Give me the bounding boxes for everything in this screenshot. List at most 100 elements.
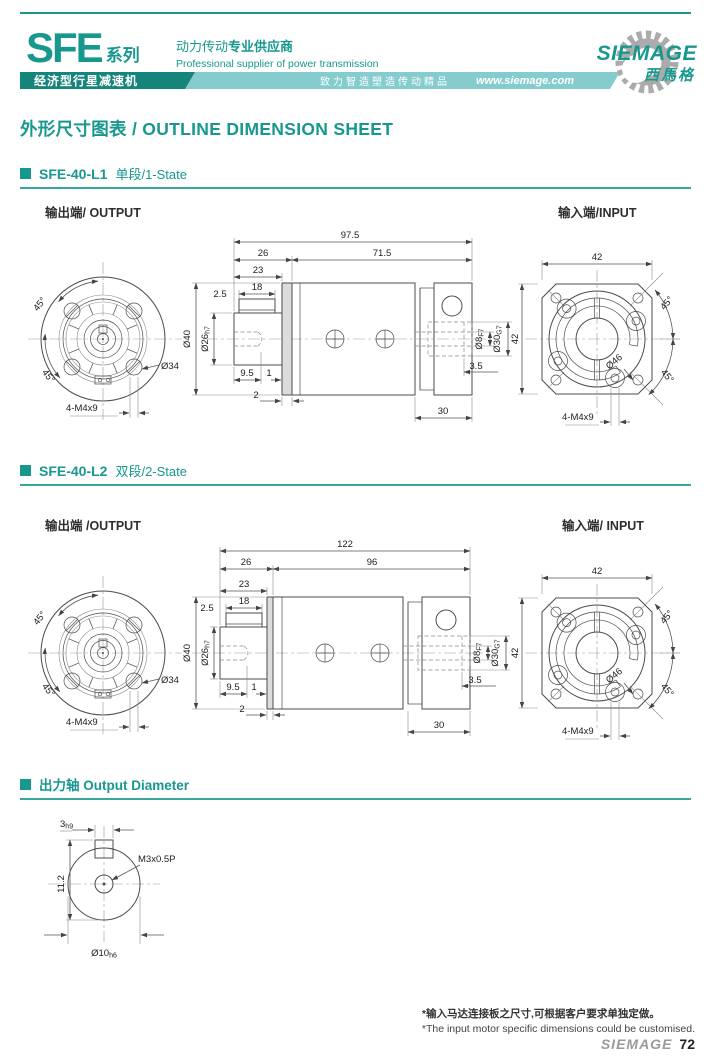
footnote-cn: *输入马达连接板之尺寸,可根据客户要求单独定做。 [421, 1008, 660, 1020]
section-header-l2: SFE-40-L2 双段/2-State [20, 461, 691, 486]
banner-texts: 致力智造塑造传动精品 www.siemage.com [170, 72, 620, 89]
dim-l2-in-angle-top: 45° [658, 608, 676, 626]
l1-input-view: 42 42 45° 45° Ø46 4-M4x9 [510, 252, 680, 426]
dim-l1-hub-len: 23 [253, 265, 264, 276]
dim-l2-pilot-depth: 3.5 [468, 675, 481, 686]
dim-l1-in-width: 42 [592, 252, 603, 263]
shaft-section-view: 3h9 11.2 M3x0.5P Ø10h6 [44, 819, 176, 960]
dim-l1-d40: Ø40 [182, 330, 193, 348]
brand-name-cn: 西馬格 [643, 66, 695, 84]
dim-l1-key-len: 18 [252, 282, 263, 293]
footer-brand: SIEMAGE [600, 1036, 673, 1052]
l1-output-label: 输出端/ OUTPUT [45, 205, 141, 220]
dim-l1-tap-len: 9.5 [240, 368, 253, 379]
dim-l1-plate-w: 30 [438, 406, 449, 417]
l2-carrier-slots [68, 618, 138, 688]
dim-shaft-tap: M3x0.5P [138, 854, 176, 865]
dim-l1-out-screws: 4-M4x9 [66, 403, 98, 414]
dim-l1-overall: 97.5 [341, 230, 360, 241]
section-header-shaft: 出力轴 Output Diameter [20, 774, 691, 800]
dim-l1-pilot-depth: 3.5 [469, 361, 482, 372]
dim-l1-in-pilot: Ø46 [604, 352, 625, 372]
section-l1-model: SFE-40-L1 [39, 165, 108, 182]
banner-slogan: 致力智造塑造传动精品 [319, 77, 450, 88]
dim-l2-in-height: 42 [510, 648, 521, 659]
dim-l1-d26: Ø26h7 [200, 326, 212, 352]
l2-output-view: 45° 45° Ø34 4-M4x9 [28, 576, 182, 734]
dim-l2-in-width: 42 [592, 566, 603, 577]
dim-l2-in-angle-bottom: 45° [658, 681, 676, 699]
banner-url[interactable]: www.siemage.com [475, 74, 574, 87]
dim-l1-front: 26 [258, 248, 269, 259]
tagline-cn-regular: 动力传动 [176, 39, 229, 54]
series-logo: SFE 系列 [26, 24, 140, 71]
dim-l2-key-offset: 2.5 [200, 603, 213, 614]
dim-l1-in-screws: 4-M4x9 [562, 412, 594, 423]
dim-l2-out-bolt-circle: Ø34 [161, 675, 179, 686]
section-bullet-icon [20, 465, 31, 476]
header-banner: 经济型行星减速机 致力智造塑造传动精品 www.siemage.com [20, 72, 620, 89]
footnote-en: *The input motor specific dimensions cou… [421, 1023, 695, 1035]
dim-shaft-height: 11.2 [56, 875, 67, 893]
dim-l2-in-screws: 4-M4x9 [562, 726, 594, 737]
dim-l1-gap1: 1 [266, 368, 271, 379]
supplier-tagline: 动力传动专业供应商 Professional supplier of power… [176, 36, 379, 70]
drawing-output-shaft: 3h9 11.2 M3x0.5P Ø10h6 [44, 819, 176, 960]
brand-name: SIEMAGE [596, 42, 697, 65]
dim-l2-gap2: 2 [239, 704, 244, 715]
dim-l2-key-len: 18 [239, 596, 250, 607]
dim-l2-out-screws: 4-M4x9 [66, 717, 98, 728]
l2-phillips-screws [315, 643, 390, 663]
dim-l2-front: 26 [241, 557, 252, 568]
dim-l1-out-bolt-circle: Ø34 [161, 361, 179, 372]
footer-logo: SIEMAGE 72 [601, 1036, 695, 1052]
l1-input-screws [548, 298, 646, 388]
dim-shaft-key-width: 3h9 [60, 819, 73, 831]
dim-l1-rear: 71.5 [373, 248, 392, 259]
page-number: 72 [679, 1036, 695, 1052]
dim-l2-hub-len: 23 [239, 579, 250, 590]
banner-badge: 经济型行星减速机 [20, 72, 195, 89]
section-bullet-icon [20, 778, 31, 790]
dim-shaft-diameter: Ø10h6 [91, 948, 117, 960]
dim-l1-in-angle-bottom: 45° [658, 367, 676, 385]
l1-output-view: 45° 45° Ø34 4-M4x9 [28, 262, 182, 420]
dim-l2-in-pilot: Ø46 [604, 666, 625, 686]
top-rule [20, 12, 691, 14]
l2-output-label: 输出端 /OUTPUT [45, 518, 141, 533]
l1-carrier-slots [68, 304, 138, 374]
tagline-cn: 动力传动专业供应商 [176, 36, 379, 55]
l2-input-view: 42 42 45° 45° Ø46 4-M4x9 [510, 566, 680, 740]
dim-l2-overall: 122 [337, 539, 353, 550]
tagline-cn-bold: 专业供应商 [228, 39, 294, 54]
l2-key-notch [98, 638, 108, 648]
dim-l2-d26: Ø26h7 [200, 640, 212, 666]
dim-l1-in-height: 42 [510, 334, 521, 345]
section-l1-stage: 单段/1-State [115, 167, 187, 182]
gear-icon [615, 30, 679, 94]
drawing-sfe-40-l2: 输出端 /OUTPUT 输入端/ INPUT [28, 518, 680, 740]
dim-l2-d40: Ø40 [182, 644, 193, 662]
tagline-en: Professional supplier of power transmiss… [176, 58, 379, 70]
l1-side-view: 97.5 26 71.5 23 18 2.5 Ø40 Ø26h7 9.5 [182, 230, 512, 422]
dim-l1-d8: Ø8F7 [474, 328, 486, 349]
section-shaft-title: 出力轴 Output Diameter [39, 778, 190, 793]
section-l2-stage: 双段/2-State [115, 464, 187, 479]
series-logo-text: SFE [26, 24, 104, 71]
section-l2-model: SFE-40-L2 [39, 462, 108, 479]
footnotes: *输入马达连接板之尺寸,可根据客户要求单独定做。 *The input moto… [422, 1006, 695, 1035]
l1-key-notch [98, 324, 108, 334]
dim-l2-d8: Ø8F7 [472, 642, 484, 663]
brand-logo: SIEMAGE 西馬格 [571, 26, 701, 96]
banner-badge-text: 经济型行星减速机 [34, 74, 139, 88]
section-header-l1: SFE-40-L1 单段/1-State [20, 164, 691, 189]
series-suffix: 系列 [105, 46, 140, 65]
drawing-sfe-40-l1: 输出端/ OUTPUT 输入端/INPUT [28, 205, 680, 426]
l2-input-label: 输入端/ INPUT [562, 518, 644, 533]
page-title: 外形尺寸图表 / OUTLINE DIMENSION SHEET [20, 119, 394, 139]
dim-l2-plate-w: 30 [434, 720, 445, 731]
dim-l2-tap-len: 9.5 [226, 682, 239, 693]
dim-l2-rear: 96 [367, 557, 378, 568]
banner-light-strip [170, 72, 620, 89]
